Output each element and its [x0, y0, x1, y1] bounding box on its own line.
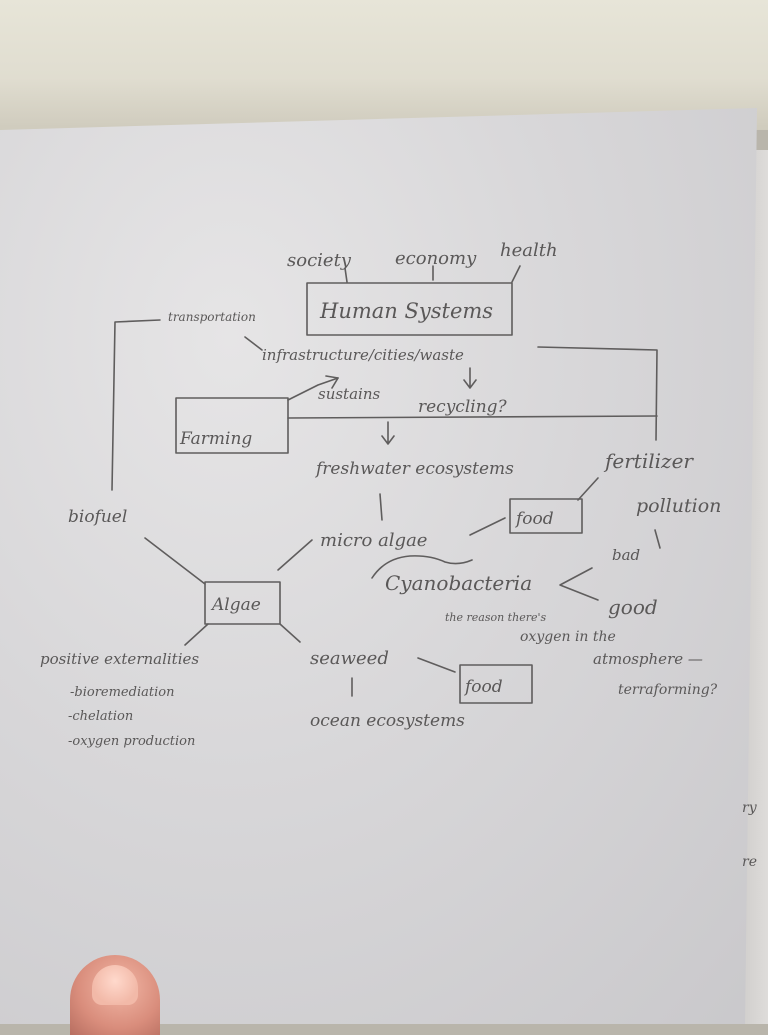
infrastructure-label: infrastructure/cities/waste: [262, 346, 464, 364]
economy-label: economy: [395, 248, 477, 269]
cyanobacteria-label: Cyanobacteria: [385, 571, 532, 595]
paper-sheet: [0, 108, 757, 1024]
transportation-infra-line: [244, 336, 263, 351]
sustains-arrowhead: [325, 375, 339, 389]
algae-box: [204, 581, 281, 625]
sustains-arrow: [287, 377, 339, 401]
society-label: society: [287, 250, 352, 271]
ocean-label: ocean ecosystems: [310, 711, 465, 731]
algae-externalities-line: [184, 623, 209, 646]
food-box-top: [509, 498, 583, 534]
pollution-label: pollution: [636, 495, 721, 517]
biofuel-algae-line: [144, 537, 206, 585]
farming-box: [175, 397, 289, 454]
fertilizer-label: fertilizer: [603, 449, 694, 473]
chelation-label: -chelation: [68, 709, 133, 724]
transportation-biofuel-line: [111, 319, 161, 491]
sustains-label: sustains: [318, 385, 380, 403]
health-tick: [511, 265, 521, 283]
oxygen-production-label: -oxygen production: [68, 734, 195, 749]
microalgae-food-line: [469, 517, 506, 536]
freshwater-microalgae-line: [379, 493, 383, 521]
fertilizer-food-line: [577, 477, 599, 501]
cyanobacteria-brace: [371, 555, 473, 579]
food-top-label: food: [514, 509, 554, 529]
oxygen-note-2: oxygen in the: [520, 629, 616, 645]
human-systems-label: Human Systems: [319, 299, 493, 323]
seaweed-food-line: [417, 657, 456, 673]
biofuel-label: biofuel: [68, 507, 127, 527]
farming-fertilizer-line: [287, 415, 658, 419]
algae-label: Algae: [210, 595, 261, 615]
positive-externalities-label: positive externalities: [40, 650, 199, 668]
wall-background: [0, 0, 768, 130]
oxygen-note-1: the reason there's: [445, 611, 546, 624]
micro-algae-label: micro algae: [320, 530, 427, 551]
recycling-arrow: [463, 367, 477, 389]
freshwater-label: freshwater ecosystems: [314, 459, 514, 479]
bad-good-bracket: [559, 567, 599, 601]
margin-text-1: ry: [742, 800, 758, 816]
waste-fertilizer-line: [537, 346, 658, 441]
farming-label: Farming: [179, 429, 252, 449]
terraforming-label: terraforming?: [618, 682, 718, 698]
good-label: good: [608, 595, 658, 619]
bioremediation-label: -bioremediation: [70, 685, 174, 700]
seaweed-label: seaweed: [310, 648, 389, 669]
freshwater-arrow: [381, 421, 395, 445]
food-box-bottom: [459, 664, 533, 704]
society-tick: [344, 267, 348, 283]
human-systems-box: [306, 282, 513, 336]
algae-microalgae-line: [277, 539, 313, 571]
recycling-label: recycling?: [418, 397, 508, 417]
food-bottom-label: food: [463, 677, 503, 697]
health-label: health: [500, 240, 558, 261]
pollution-bad-line: [654, 529, 661, 549]
margin-text-2: re: [742, 854, 757, 870]
algae-seaweed-line: [279, 623, 301, 643]
thumbnail: [92, 965, 138, 1005]
atmosphere-label: atmosphere —: [593, 650, 703, 668]
bad-label: bad: [612, 546, 640, 564]
transportation-label: transportation: [168, 310, 256, 324]
